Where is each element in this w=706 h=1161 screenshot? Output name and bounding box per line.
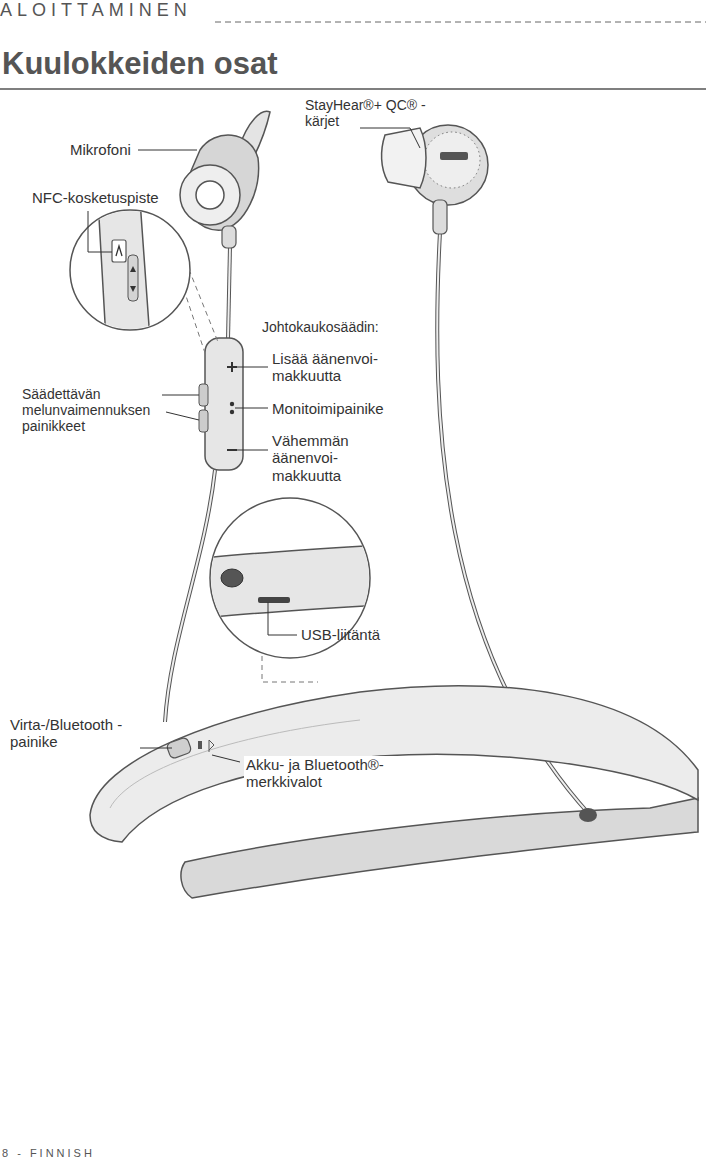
leader-line — [360, 128, 420, 148]
neckband-closeup — [205, 545, 380, 618]
cord — [165, 470, 215, 722]
zoom-content — [98, 200, 150, 340]
zoom-guide — [262, 656, 318, 682]
battery-light — [198, 741, 202, 749]
mfb-dot — [230, 410, 234, 414]
part-label: StayHear®+ QC® -kärjet — [305, 97, 430, 129]
neckband-back — [90, 686, 698, 842]
usb-port — [258, 597, 290, 603]
section-header: ALOITTAMINEN — [0, 0, 192, 21]
neckband-front — [181, 798, 698, 898]
cord-highlight — [165, 470, 215, 722]
earbud-stem — [433, 200, 447, 234]
page-footer: 8 - FINNISH — [2, 1147, 95, 1160]
nc-buttons-closeup — [128, 255, 138, 301]
nc-button — [199, 384, 208, 406]
leader-line — [138, 150, 197, 151]
leader-line — [237, 450, 268, 451]
cord-exit — [579, 808, 597, 822]
part-label: Akku- ja Bluetooth®- merkkivalot — [244, 756, 406, 791]
leader-line — [235, 408, 268, 409]
page-title: Kuulokkeiden osat — [2, 46, 278, 82]
plus-symbol — [231, 362, 233, 372]
down-arrow — [130, 286, 136, 292]
cord — [228, 246, 230, 340]
leader-line — [212, 755, 240, 762]
part-label: Johtokaukosäädin: — [262, 319, 379, 335]
part-label: Vähemmän äänenvoi- makkuutta — [272, 432, 357, 484]
part-label: Säädettävän melunvaimennuksen painikkeet — [22, 386, 164, 434]
title-rule — [0, 88, 706, 90]
leader-line — [162, 395, 199, 396]
minus-symbol — [227, 449, 237, 451]
ear-tip — [382, 128, 426, 188]
header-rule — [215, 22, 706, 23]
nc-button — [199, 410, 208, 432]
ear-tip — [180, 165, 240, 225]
nfc-logo — [112, 240, 126, 262]
earbud-grille — [424, 132, 480, 188]
leader-line — [166, 412, 199, 420]
bluetooth-light — [209, 740, 214, 752]
leader-line — [88, 211, 112, 252]
leader-line — [237, 367, 268, 368]
logo-mark — [440, 152, 468, 160]
leader-line — [268, 602, 297, 635]
part-label: Mikrofoni — [70, 141, 131, 158]
up-arrow — [130, 266, 136, 272]
cord-highlight — [228, 246, 230, 340]
part-label: Monitoimipainike — [272, 400, 384, 417]
part-label: USB-liitäntä — [301, 626, 380, 643]
remote-closeup — [98, 200, 150, 340]
zoom-content — [205, 545, 380, 618]
mfb-dot — [230, 402, 234, 406]
part-label: Lisää äänenvoi- makkuutta — [272, 350, 390, 385]
nfc-logo-mark — [116, 246, 122, 256]
ear-tip-opening — [196, 181, 224, 209]
part-label: Virta-/Bluetooth -painike — [8, 716, 140, 751]
part-label: NFC-kosketuspiste — [32, 189, 159, 206]
earbud-stem — [222, 226, 236, 248]
cord-port — [221, 569, 243, 587]
